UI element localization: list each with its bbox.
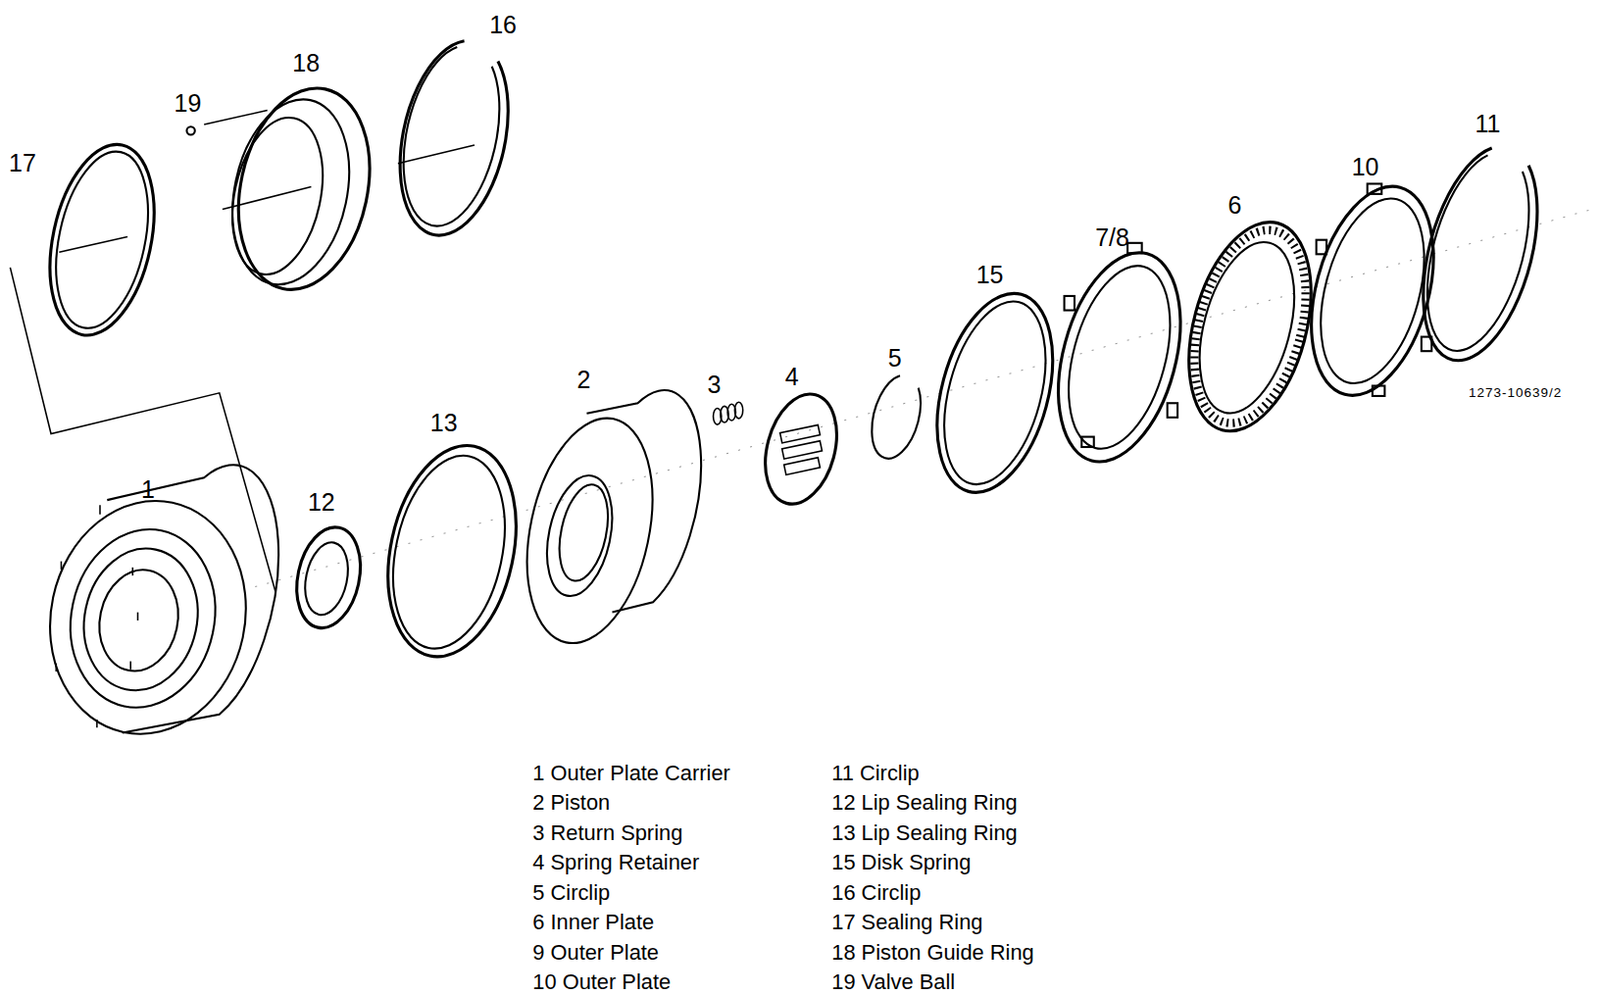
parts-list-entry: 12 Lip Sealing Ring <box>831 791 1017 815</box>
parts-list-entry: 19 Valve Ball <box>831 970 955 994</box>
parts-list-entry: 2 Piston <box>532 791 610 815</box>
parts-list-entry: 11 Circlip <box>831 761 919 786</box>
callout-number: 13 <box>430 409 458 437</box>
callout-number: 16 <box>489 11 517 39</box>
callout-number: 19 <box>174 90 202 117</box>
callout-number: 17 <box>8 150 37 177</box>
callout-number: 7/8 <box>1095 224 1130 251</box>
parts-list-entry: 5 Circlip <box>532 881 610 905</box>
callout-number: 12 <box>307 489 336 516</box>
callout-number: 18 <box>292 50 320 77</box>
callout-number: 4 <box>785 363 800 391</box>
callout-number: 11 <box>1475 110 1501 138</box>
parts-list-entry: 17 Sealing Ring <box>831 910 983 935</box>
callout-number: 6 <box>1227 193 1242 220</box>
parts-list-entry: 3 Return Spring <box>532 821 683 846</box>
parts-list-entry: 16 Circlip <box>831 881 921 905</box>
callout-number: 10 <box>1351 153 1380 181</box>
parts-list-entry: 13 Lip Sealing Ring <box>831 821 1017 846</box>
parts-list-entry: 18 Piston Guide Ring <box>831 941 1034 965</box>
callout-number: 5 <box>888 346 902 373</box>
parts-list-entry: 1 Outer Plate Carrier <box>532 761 731 786</box>
parts-list-entry: 4 Spring Retainer <box>532 850 700 875</box>
callout-number: 3 <box>707 372 722 400</box>
callout-number: 1 <box>141 476 155 503</box>
callout-number: 15 <box>976 261 1004 289</box>
parts-list-entry: 10 Outer Plate <box>532 970 671 994</box>
parts-list-entry: 9 Outer Plate <box>532 941 659 965</box>
figure-id: 1273-10639/2 <box>1468 385 1562 400</box>
parts-list-entry: 6 Inner Plate <box>532 910 654 935</box>
parts-list-entry: 15 Disk Spring <box>831 850 971 875</box>
callout-number: 2 <box>576 366 591 394</box>
